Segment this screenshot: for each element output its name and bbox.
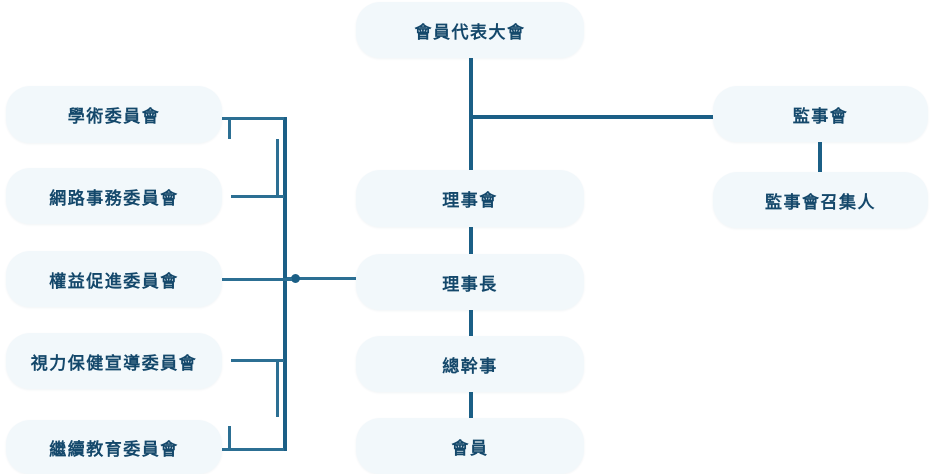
connector-committee-spine: [283, 117, 287, 451]
connector-chairman-to-secretary: [469, 309, 473, 337]
connector-junction-dot: [291, 274, 300, 283]
connector-assembly-to-board: [469, 58, 473, 170]
node-general-assembly-label: 會員代表大會: [414, 22, 526, 42]
connector-committee-vision: [231, 359, 284, 362]
node-committee-vision-label: 視力保健宣導委員會: [30, 353, 198, 373]
node-supervisors-convener-label: 監事會召集人: [765, 192, 876, 212]
node-committee-education[interactable]: 繼續教育委員會: [6, 420, 222, 474]
node-board-of-directors[interactable]: 理事會: [356, 170, 584, 227]
node-committee-network[interactable]: 網路事務委員會: [6, 168, 222, 224]
connector-committees-to-chairman: [287, 277, 364, 280]
node-chairman-label: 理事長: [442, 274, 498, 294]
connector-supervisors-to-convener: [818, 141, 822, 173]
node-supervisors-board-label: 監事會: [792, 106, 849, 126]
connector-committee-network-drop: [276, 139, 279, 197]
connector-committee-education: [216, 448, 284, 451]
node-members[interactable]: 會員: [356, 418, 584, 474]
connector-secretary-to-members: [469, 391, 473, 419]
connector-board-to-chairman: [469, 227, 473, 255]
node-board-of-directors-label: 理事會: [442, 191, 498, 210]
node-committee-vision[interactable]: 視力保健宣導委員會: [6, 333, 222, 389]
connector-committee-rights: [216, 278, 292, 281]
node-committee-academic[interactable]: 學術委員會: [6, 86, 222, 143]
connector-committee-academic: [212, 117, 284, 120]
node-general-assembly[interactable]: 會員代表大會: [356, 2, 584, 58]
node-committee-rights[interactable]: 權益促進委員會: [6, 251, 222, 307]
node-secretary-general-label: 總幹事: [442, 356, 498, 376]
connector-committee-vision-drop: [276, 359, 279, 417]
node-committee-network-label: 網路事務委員會: [49, 188, 179, 208]
node-supervisors-board[interactable]: 監事會: [713, 86, 928, 142]
connector-committee-network: [231, 195, 284, 198]
connector-committee-academic-drop: [228, 117, 231, 139]
node-committee-academic-label: 學術委員會: [67, 107, 161, 126]
node-members-label: 會員: [451, 438, 489, 458]
connector-assembly-to-supervisors: [469, 115, 719, 119]
node-committee-rights-label: 權益促進委員會: [49, 271, 179, 291]
node-secretary-general[interactable]: 總幹事: [356, 336, 584, 392]
connector-committee-education-drop: [228, 426, 231, 448]
node-chairman[interactable]: 理事長: [356, 254, 584, 310]
node-supervisors-convener[interactable]: 監事會召集人: [713, 172, 928, 228]
node-committee-education-label: 繼續教育委員會: [49, 439, 179, 459]
